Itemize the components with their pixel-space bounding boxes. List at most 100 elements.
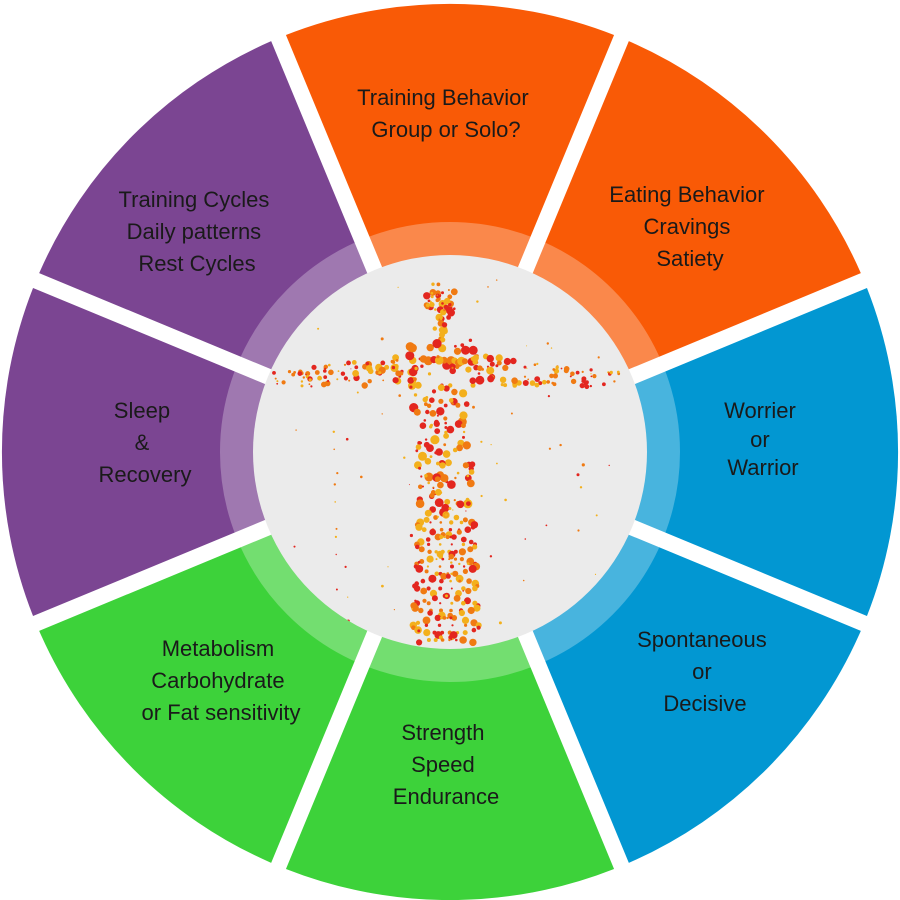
figure-dot (434, 308, 437, 311)
figure-dot (328, 369, 334, 376)
figure-dot (434, 533, 442, 541)
figure-dot (356, 391, 359, 394)
figure-dot (367, 379, 372, 384)
figure-dot (590, 373, 592, 375)
figure-dot (334, 501, 337, 503)
figure-dot (498, 621, 502, 625)
figure-dot (431, 595, 438, 602)
figure-dot (427, 542, 431, 547)
figure-dot (343, 363, 347, 366)
figure-dot (426, 565, 429, 568)
figure-dot (440, 572, 448, 580)
figure-dot (496, 360, 502, 366)
figure-dot (424, 509, 432, 517)
figure-dot (545, 524, 548, 527)
figure-dot (432, 487, 435, 490)
figure-dot (439, 527, 444, 532)
figure-dot (550, 347, 553, 349)
figure-dot (435, 448, 443, 456)
figure-dot (435, 298, 440, 303)
figure-dot (438, 318, 441, 321)
figure-dot (444, 459, 452, 467)
figure-dot (538, 381, 543, 386)
figure-dot (429, 521, 432, 524)
figure-dot (458, 562, 461, 566)
figure-dot (440, 474, 449, 483)
figure-dot (436, 294, 439, 297)
figure-dot (448, 528, 453, 532)
figure-dot (453, 307, 456, 311)
figure-dot (489, 361, 495, 367)
figure-dot (428, 574, 437, 583)
figure-dot (552, 382, 557, 387)
figure-dot (430, 295, 434, 299)
figure-dot (443, 304, 449, 310)
figure-dot (445, 573, 451, 579)
figure-dot (462, 568, 468, 575)
figure-dot (295, 429, 297, 431)
figure-dot (436, 282, 441, 287)
figure-dot (429, 301, 435, 308)
center-disc (253, 255, 647, 649)
figure-dot (466, 479, 475, 488)
figure-dot (549, 373, 554, 379)
figure-dot (460, 423, 466, 429)
figure-dot (443, 433, 449, 439)
figure-dot (365, 361, 370, 366)
figure-dot (417, 560, 421, 564)
translucent-inner-ring (220, 222, 680, 682)
figure-dot (334, 535, 337, 539)
figure-dot (461, 542, 466, 547)
figure-dot (436, 355, 440, 359)
figure-dot (448, 553, 455, 560)
figure-dot (439, 462, 446, 469)
figure-dot (423, 516, 430, 523)
figure-dot (300, 384, 304, 388)
figure-dot (397, 286, 399, 288)
figure-dot (403, 456, 406, 459)
figure-dot (595, 514, 598, 517)
figure-dot (468, 564, 477, 573)
figure-dot (435, 313, 443, 322)
figure-dot (441, 322, 448, 328)
figure-dot (427, 610, 433, 616)
figure-dot (462, 565, 466, 568)
figure-dot (456, 529, 462, 535)
figure-dot (434, 476, 441, 482)
figure-dot (380, 360, 386, 366)
figure-dot (308, 383, 311, 386)
figure-dot (426, 555, 434, 563)
figure-dot (445, 594, 448, 598)
figure-dot (413, 585, 421, 592)
figure-dot (467, 606, 475, 615)
figure-dot (602, 382, 606, 387)
figure-dot (480, 440, 483, 443)
figure-dot (499, 376, 507, 383)
label-training-cycles: Training Cycles Daily patterns Rest Cycl… (119, 187, 276, 276)
figure-dot (584, 384, 590, 390)
figure-dot (472, 405, 475, 409)
figure-dot (311, 364, 317, 370)
figure-dot (486, 366, 495, 375)
figure-dot (546, 342, 549, 345)
figure-dot (434, 428, 441, 434)
figure-dot (395, 370, 402, 377)
figure-dot (433, 515, 438, 520)
figure-dot (439, 578, 444, 584)
figure-dot (504, 498, 507, 502)
figure-dot (424, 458, 432, 465)
figure-dot (579, 383, 585, 389)
figure-dot (418, 607, 424, 614)
figure-dot (441, 291, 444, 295)
figure-dot (590, 375, 593, 378)
figure-dot (317, 375, 322, 381)
figure-dot (575, 370, 580, 375)
figure-dot (429, 397, 435, 404)
figure-dot (454, 476, 457, 480)
figure-dot (581, 370, 584, 373)
figure-dot (454, 420, 463, 428)
figure-dot (450, 561, 453, 564)
figure-dot (430, 435, 440, 445)
figure-dot (454, 344, 457, 348)
